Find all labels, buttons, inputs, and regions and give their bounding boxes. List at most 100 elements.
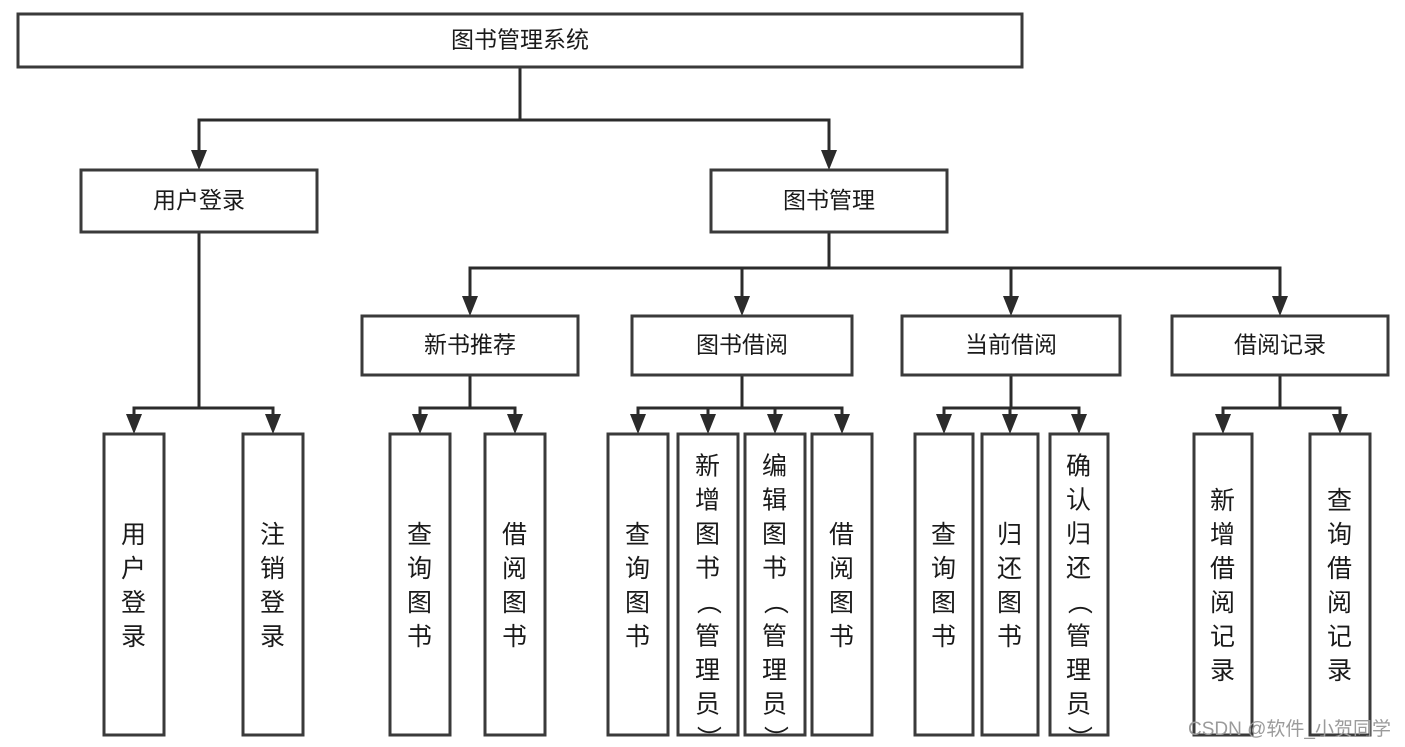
node-label-char: 用 bbox=[121, 521, 147, 549]
node-box-new-book-recommend[interactable] bbox=[360, 314, 580, 377]
node-label-char: 借 bbox=[1327, 555, 1353, 583]
connector-line bbox=[1278, 375, 1342, 418]
node-leaf-borrow-book-2[interactable]: 借阅图书借阅图书 bbox=[810, 432, 874, 737]
node-box-leaf-confirm-return[interactable] bbox=[1048, 432, 1110, 737]
node-leaf-user-login[interactable]: 用户登录用户登录 bbox=[102, 432, 166, 737]
arrow-head-icon bbox=[1215, 414, 1231, 434]
node-box-leaf-user-login[interactable] bbox=[102, 432, 166, 737]
arrow-head-icon bbox=[630, 414, 646, 434]
node-box-leaf-borrow-book-1[interactable] bbox=[483, 432, 547, 737]
connector-line bbox=[418, 375, 472, 418]
arrow-head-icon bbox=[834, 414, 850, 434]
arrow-head-icon bbox=[700, 414, 716, 434]
node-box-leaf-query-book-3[interactable] bbox=[913, 432, 975, 737]
node-label-char: 借 bbox=[1210, 555, 1236, 583]
node-root[interactable]: 图书管理系统 bbox=[16, 12, 1024, 69]
connector-line bbox=[740, 375, 844, 418]
arrow-head-icon bbox=[1002, 414, 1018, 434]
node-leaf-query-book-3[interactable]: 查询图书查询图书 bbox=[913, 432, 975, 737]
node-box-leaf-borrow-book-2[interactable] bbox=[810, 432, 874, 737]
node-label-char: 查 bbox=[407, 521, 433, 549]
node-box-leaf-add-book[interactable] bbox=[676, 432, 740, 737]
connector-root-to-user-login bbox=[191, 67, 522, 170]
node-current-borrow[interactable]: 当前借阅 bbox=[900, 314, 1122, 377]
node-leaf-query-book-1[interactable]: 查询图书查询图书 bbox=[388, 432, 452, 737]
connector-line bbox=[740, 375, 777, 418]
connector-book-borrow-to-leaf-add-book bbox=[700, 375, 744, 434]
node-box-leaf-query-book-2[interactable] bbox=[606, 432, 670, 737]
node-label-char: 归 bbox=[1066, 521, 1092, 549]
connector-line bbox=[827, 232, 1013, 300]
nodes-layer: 图书管理系统用户登录图书管理新书推荐图书借阅当前借阅借阅记录用户登录用户登录注销… bbox=[16, 12, 1390, 747]
connector-line bbox=[468, 232, 831, 300]
node-label-char: 管 bbox=[762, 623, 788, 651]
connector-book-borrow-to-leaf-edit-book bbox=[740, 375, 783, 434]
node-new-book-recommend[interactable]: 新书推荐 bbox=[360, 314, 580, 377]
connector-line bbox=[827, 232, 1282, 300]
node-box-user-login[interactable] bbox=[79, 168, 319, 234]
node-label-char: 增 bbox=[695, 487, 721, 515]
connector-line bbox=[740, 232, 831, 300]
node-box-book-borrow[interactable] bbox=[630, 314, 854, 377]
node-label-current-borrow: 当前借阅 bbox=[965, 332, 1057, 358]
arrow-head-icon bbox=[821, 150, 837, 170]
node-label-char: 归 bbox=[997, 521, 1023, 549]
node-box-leaf-query-book-1[interactable] bbox=[388, 432, 452, 737]
node-box-leaf-edit-book[interactable] bbox=[743, 432, 807, 737]
node-label-char: ） bbox=[761, 726, 789, 747]
connector-current-borrow-to-leaf-confirm-return bbox=[1009, 375, 1087, 434]
connector-book-borrow-to-leaf-query-book-2 bbox=[630, 375, 744, 434]
node-label-char: 新 bbox=[1210, 487, 1236, 515]
node-label-book-manage: 图书管理 bbox=[783, 187, 875, 213]
node-leaf-logout[interactable]: 注销登录注销登录 bbox=[241, 432, 305, 737]
node-borrow-record[interactable]: 借阅记录 bbox=[1170, 314, 1390, 377]
node-label-char: 还 bbox=[997, 555, 1023, 583]
arrow-head-icon bbox=[191, 150, 207, 170]
node-box-borrow-record[interactable] bbox=[1170, 314, 1390, 377]
node-leaf-query-record[interactable]: 查询借阅记录查询借阅记录 bbox=[1308, 432, 1372, 737]
node-book-manage[interactable]: 图书管理 bbox=[709, 168, 949, 234]
node-box-book-manage[interactable] bbox=[709, 168, 949, 234]
node-box-leaf-logout[interactable] bbox=[241, 432, 305, 737]
node-label-char: ） bbox=[1065, 726, 1093, 747]
node-label-char: 户 bbox=[121, 555, 147, 583]
node-label-char: 询 bbox=[1327, 521, 1353, 549]
node-label-book-borrow: 图书借阅 bbox=[696, 332, 788, 358]
connector-root-to-book-manage bbox=[518, 67, 837, 170]
node-label-char: 阅 bbox=[502, 555, 528, 583]
node-box-root[interactable] bbox=[16, 12, 1024, 69]
connector-borrow-record-to-leaf-add-record bbox=[1215, 375, 1282, 434]
node-book-borrow[interactable]: 图书借阅 bbox=[630, 314, 854, 377]
connector-line bbox=[1221, 375, 1282, 418]
connector-line bbox=[197, 67, 522, 154]
node-label-char: 图 bbox=[695, 521, 721, 549]
node-leaf-borrow-book-1[interactable]: 借阅图书借阅图书 bbox=[483, 432, 547, 737]
node-label-char: （ bbox=[761, 590, 789, 616]
node-user-login[interactable]: 用户登录 bbox=[79, 168, 319, 234]
node-box-leaf-query-record[interactable] bbox=[1308, 432, 1372, 737]
arrow-head-icon bbox=[126, 414, 142, 434]
node-box-current-borrow[interactable] bbox=[900, 314, 1122, 377]
node-box-leaf-add-record[interactable] bbox=[1192, 432, 1254, 737]
node-label-char: 书 bbox=[407, 623, 433, 651]
connector-user-login-to-leaf-logout bbox=[197, 232, 281, 434]
connector-new-book-recommend-to-leaf-borrow-book-1 bbox=[468, 375, 523, 434]
node-label-char: 书 bbox=[829, 623, 855, 651]
node-label-char: 员 bbox=[695, 691, 721, 719]
node-label-char: 书 bbox=[931, 623, 957, 651]
node-leaf-return-book[interactable]: 归还图书归还图书 bbox=[980, 432, 1040, 737]
node-label-char: 记 bbox=[1210, 623, 1236, 651]
arrow-head-icon bbox=[1332, 414, 1348, 434]
node-leaf-add-record[interactable]: 新增借阅记录新增借阅记录 bbox=[1192, 432, 1254, 737]
arrow-head-icon bbox=[1071, 414, 1087, 434]
node-label-char: 理 bbox=[695, 657, 721, 685]
node-leaf-query-book-2[interactable]: 查询图书查询图书 bbox=[606, 432, 670, 737]
node-label-char: 阅 bbox=[1210, 589, 1236, 617]
node-label-char: 书 bbox=[625, 623, 651, 651]
node-box-leaf-return-book[interactable] bbox=[980, 432, 1040, 737]
node-label-new-book-recommend: 新书推荐 bbox=[424, 332, 516, 358]
